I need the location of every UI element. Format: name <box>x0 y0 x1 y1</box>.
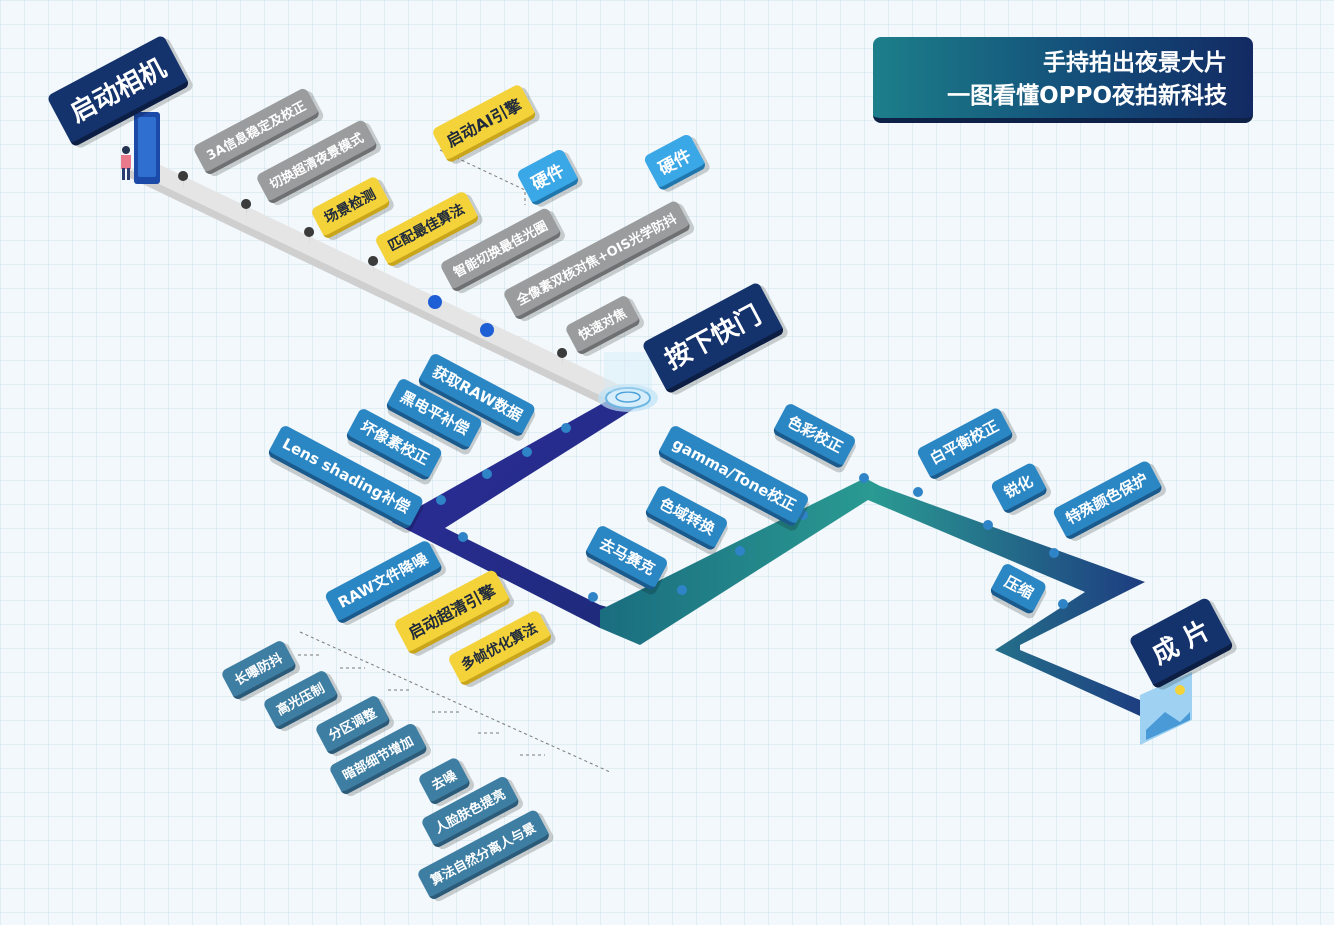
dashed-connectors <box>298 149 611 773</box>
person-icon <box>121 146 131 180</box>
phone-icon <box>134 112 160 184</box>
ai-chip-icons <box>428 295 494 337</box>
blue-pins <box>436 423 1068 609</box>
title-banner: 手持拍出夜景大片 一图看懂OPPO夜拍新科技 <box>873 37 1253 123</box>
path-isp <box>600 478 1145 716</box>
shutter-button-icon <box>598 352 658 412</box>
path-start <box>130 160 630 408</box>
path-raw <box>392 398 640 628</box>
title-line2: 一图看懂OPPO夜拍新科技 <box>947 83 1227 109</box>
photo-icon <box>1140 672 1192 745</box>
title-line1: 手持拍出夜景大片 <box>1043 50 1227 76</box>
location-pins <box>178 171 568 366</box>
